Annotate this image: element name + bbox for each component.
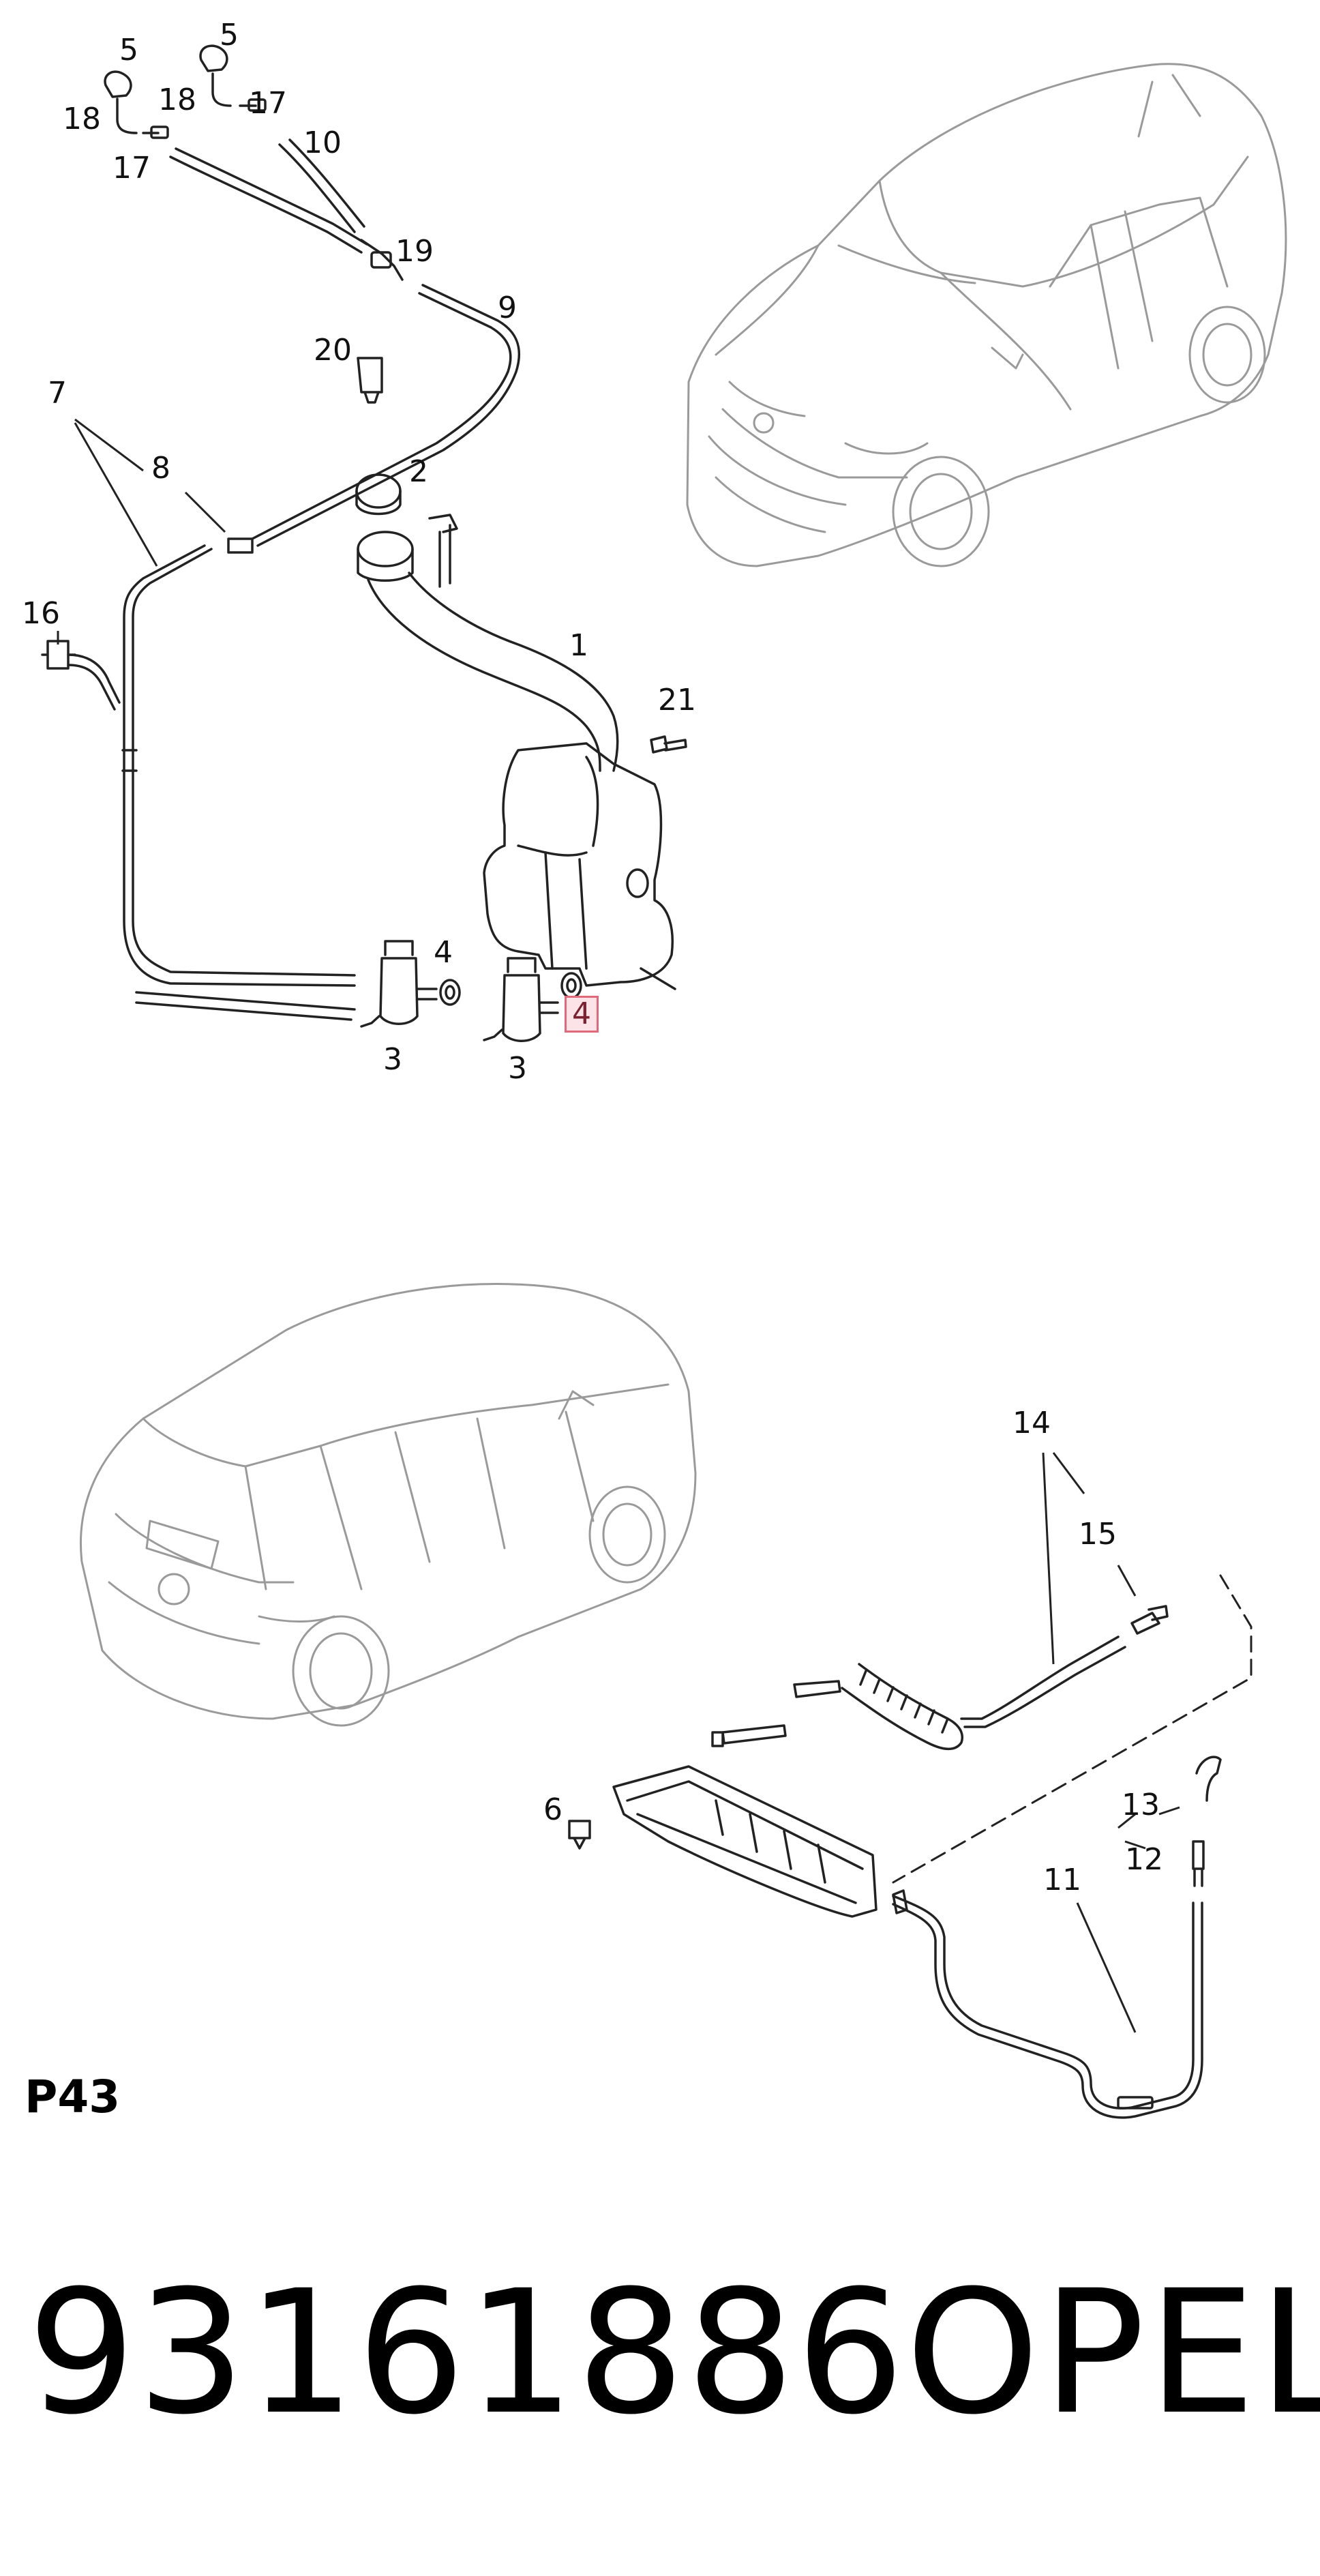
callout-1: 1 xyxy=(569,628,588,663)
hose-11 xyxy=(892,1895,1195,2109)
callout-11: 11 xyxy=(1043,1863,1081,1897)
callout-16: 16 xyxy=(22,596,60,631)
callout-17-right: 17 xyxy=(249,86,287,121)
nozzle-right xyxy=(199,44,228,72)
callout-13: 13 xyxy=(1122,1788,1160,1822)
callout-5-left: 5 xyxy=(119,33,138,68)
callout-9: 9 xyxy=(498,291,517,325)
clip-6 xyxy=(568,1820,591,1850)
callout-19: 19 xyxy=(395,234,434,269)
callout-10: 10 xyxy=(303,125,342,160)
hose-10 xyxy=(169,156,363,254)
pipe-14 xyxy=(960,1635,1120,1720)
front-car-illustration xyxy=(686,63,1287,567)
filler-neck xyxy=(367,578,601,772)
callout-18-right: 18 xyxy=(158,83,196,117)
callout-2: 2 xyxy=(409,454,428,489)
callout-6: 6 xyxy=(543,1792,562,1827)
hose-9 xyxy=(251,292,512,540)
brand-name: OPEL xyxy=(905,2253,1320,2452)
callout-12: 12 xyxy=(1125,1842,1163,1877)
elbow-13 xyxy=(1195,1756,1222,1802)
elbow-left xyxy=(116,98,138,134)
rear-washer-assembly xyxy=(568,1574,1252,2119)
pump-right xyxy=(483,957,559,1042)
callout-17-left: 17 xyxy=(112,151,151,186)
leader-lines-bottom xyxy=(1042,1452,1180,2033)
callout-4-highlighted: 4 xyxy=(565,996,599,1033)
boundary-dashed xyxy=(892,1574,1252,1884)
leader-lines-top xyxy=(57,418,226,645)
callout-3-right: 3 xyxy=(508,1051,527,1086)
grommet-4-left xyxy=(439,979,461,1006)
nozzle-left xyxy=(104,70,132,98)
brake-light-housing xyxy=(612,1765,877,1918)
elbow-right xyxy=(211,72,232,107)
washer-reservoir xyxy=(483,742,674,987)
callout-14: 14 xyxy=(1012,1406,1051,1440)
rear-car-illustration xyxy=(80,1283,697,1727)
connector-12 xyxy=(1192,1840,1205,1887)
clip-20 xyxy=(357,357,383,404)
hose-7 xyxy=(132,548,356,977)
grommet-4-right xyxy=(560,972,582,999)
grommet-16 xyxy=(41,640,76,670)
hose-10-upper xyxy=(278,143,356,233)
bolt-21 xyxy=(650,735,687,754)
pump-left xyxy=(360,940,438,1028)
page-code: P43 xyxy=(25,2071,121,2123)
front-washer-assembly xyxy=(41,44,687,1042)
callout-8: 8 xyxy=(151,451,170,486)
callout-4-left: 4 xyxy=(434,935,453,970)
callout-15: 15 xyxy=(1079,1517,1117,1552)
callout-5-right: 5 xyxy=(220,18,239,53)
callout-3-left: 3 xyxy=(383,1042,402,1077)
callout-7: 7 xyxy=(48,376,67,411)
callout-21: 21 xyxy=(658,683,696,717)
callout-20: 20 xyxy=(314,333,352,368)
part-number: 93161886 xyxy=(27,2253,906,2452)
callout-18-left: 18 xyxy=(63,102,101,136)
